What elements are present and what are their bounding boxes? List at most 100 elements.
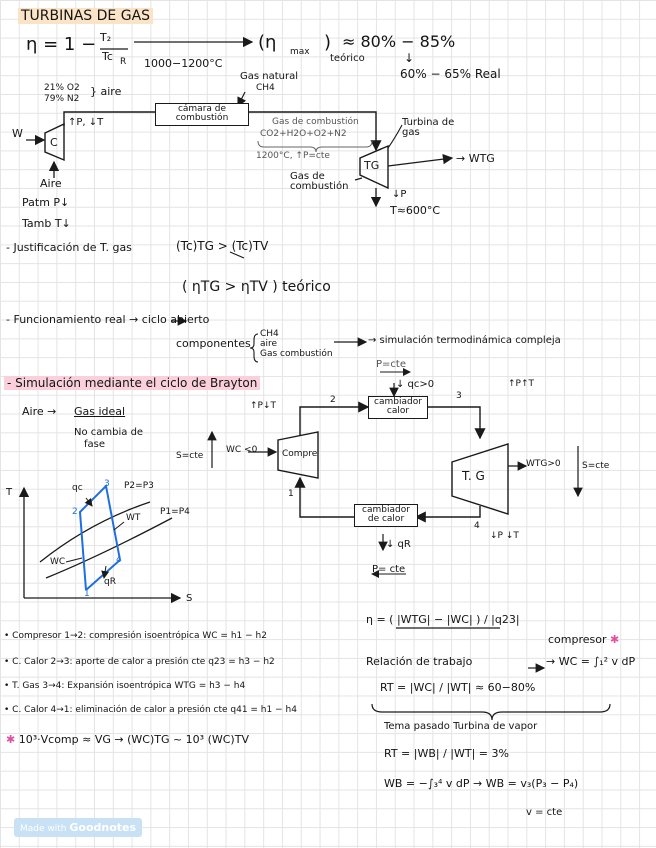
ideal-gas-label: Gas ideal [74, 405, 126, 418]
exhaust-temperature: T≈600°C [390, 204, 441, 217]
work-ratio-heading: Relación de trabajo [366, 655, 473, 668]
no-phase-change-2: fase [84, 439, 106, 450]
eta-den-sub: R [120, 57, 127, 67]
eta-max-open: (η [258, 32, 277, 53]
work-ratio-steam: RT = |WB| / |WT| = 3% [384, 747, 509, 760]
gas-turbine-label: Turbina de gas [402, 117, 455, 138]
efficiency-compare: ( ηTG > ηTV ) teórico [182, 279, 331, 295]
temp-range: 1000−1200°C [144, 57, 223, 70]
previous-topic-note: Tema pasado Turbina de vapor [384, 721, 538, 732]
component-gas: Gas combustión [260, 349, 333, 359]
p-cte-bottom: P= cte [372, 564, 406, 575]
compressor-work-integral: → WC = ∫₁² v dP [546, 655, 636, 668]
state-after-expansion: ↓P ↓T [490, 531, 519, 541]
aire-brace-label: } aire [90, 85, 122, 98]
tamb-label: Tamb T↓ [22, 217, 71, 230]
eta-max-sub: max [290, 47, 310, 57]
efficiency-formula: η = ( |WTG| − |WC| ) / |q23| [366, 613, 520, 626]
heat-exchanger-top: cambiador calor [368, 396, 428, 419]
ts-entropy-axis: S [186, 593, 193, 604]
combustion-gas-label: Gas de combustión [272, 117, 359, 127]
star-icon: ✱ [610, 633, 620, 646]
eta-numerator: T₂ [100, 31, 112, 44]
ch4-label: CH4 [256, 83, 275, 93]
ts-node-3: 3 [104, 479, 110, 489]
efficiency-ideal: ≈ 80% − 85% [342, 32, 456, 51]
eta-max-close: ) [324, 32, 332, 53]
p-cte-top: P=cte [376, 359, 406, 370]
patm-label: Patm P↓ [22, 196, 70, 209]
node-1: 1 [288, 489, 294, 499]
air-composition-n2: 79% N2 [44, 94, 80, 104]
teorico-label: teórico [330, 53, 365, 64]
turbine-work-label: → WTG [456, 152, 495, 165]
ts-qr-label: qR [104, 577, 116, 587]
ts-isobar-low: P1=P4 [160, 507, 190, 517]
heat-out-label: ↓ qR [386, 539, 411, 550]
ts-temperature-axis: T [6, 487, 13, 498]
ts-qc-label: qc [72, 483, 83, 493]
functioning-line: - Funcionamiento real → ciclo abierto [6, 313, 210, 326]
exhaust-pressure: ↓P [392, 189, 407, 200]
compressor-note-text: compresor [548, 633, 607, 646]
page-title: TURBINAS DE GAS [18, 8, 154, 24]
ts-node-1: 1 [84, 589, 90, 599]
star-icon: ✱ [6, 733, 16, 746]
compressor-work-label: WC <0 [226, 445, 258, 455]
justification-expr: (Tc)TG > (Tc)TV [176, 239, 269, 253]
watermark-made: Made with [20, 824, 67, 834]
exhaust-gas-label: Gas de combustión [290, 171, 349, 192]
justification-line: - Justificación de T. gas [6, 241, 132, 254]
combustion-chamber: cámara de combustión [155, 103, 249, 126]
heat-exchanger-bottom: cambiador de calor [354, 504, 418, 527]
ts-wt-label: WT [126, 513, 141, 523]
components-label: componentes [176, 337, 251, 350]
s-cte-right: S=cte [582, 461, 610, 471]
component-ch4: CH4 [260, 329, 279, 339]
arrow-down-glyph: ↓ [404, 51, 415, 65]
volume-constant-note: v = cte [526, 807, 563, 818]
node-3: 3 [456, 391, 462, 401]
turbine-work-output: WTG>0 [526, 459, 561, 469]
air-inlet-label: Aire [40, 177, 62, 190]
pump-work-formula: WB = −∫₃⁴ v dP → WB = v₃(P₃ − P₄) [384, 777, 579, 790]
heat-in-label: ↓ qc>0 [396, 379, 435, 390]
state-after-heating: ↑P↑T [508, 379, 535, 389]
work-in-label: W [12, 127, 23, 140]
air-arrow-label: Aire → [22, 405, 57, 418]
turbine-tg-label: TG [364, 159, 380, 172]
eta-label: η = 1 − [26, 34, 97, 55]
vcomp-text: 10³·Vcomp ≈ VG → (WC)TG ~ 10³ (WC)TV [18, 733, 249, 746]
efficiency-real: 60% − 65% Real [400, 67, 501, 81]
ts-node-2: 2 [72, 507, 78, 517]
node-2: 2 [330, 395, 336, 405]
compressor-block-label: Compre [282, 449, 318, 459]
process-list-item: • C. Calor 2→3: aporte de calor a presió… [4, 657, 275, 667]
simulation-note: → simulación termodinámica compleja [368, 335, 561, 346]
vcomp-note: ✱ 10³·Vcomp ≈ VG → (WC)TG ~ 10³ (WC)TV [6, 734, 249, 745]
process-list-item: • C. Calor 4→1: eliminación de calor a p… [4, 705, 297, 715]
natural-gas-label: Gas natural [240, 71, 299, 82]
eta-denominator: Tc [102, 50, 113, 63]
brayton-heading: - Simulación mediante el ciclo de Brayto… [4, 376, 261, 390]
ts-node-4: 4 [116, 555, 122, 565]
ts-wc-label: WC [50, 557, 66, 567]
watermark-brand: Goodnotes [69, 821, 137, 834]
turbine-block-label: T. G [462, 469, 485, 483]
compressor-label: C [50, 136, 58, 149]
combustion-gas-formula: CO2+H2O+O2+N2 [260, 129, 347, 139]
process-list-item: • Compresor 1→2: compresión isoentrópica… [4, 631, 267, 641]
compressor-note: compresor ✱ [548, 634, 619, 645]
s-cte-left: S=cte [176, 451, 204, 461]
air-composition-o2: 21% O2 [44, 83, 80, 93]
no-phase-change-1: No cambia de [74, 427, 144, 438]
state-after-compression: ↑P↓T [250, 401, 277, 411]
process-list-item: • T. Gas 3→4: Expansión isoentrópica WTG… [4, 681, 246, 691]
compressor-out-state: ↑P, ↓T [68, 117, 104, 128]
component-aire: aire [260, 339, 278, 349]
goodnotes-watermark: Made with Goodnotes [14, 818, 143, 837]
node-4: 4 [474, 521, 480, 531]
work-ratio-formula: RT = |WC| / |WT| ≈ 60−80% [380, 681, 536, 694]
combustion-gas-conditions: 1200°C, ↑P=cte [256, 151, 330, 161]
